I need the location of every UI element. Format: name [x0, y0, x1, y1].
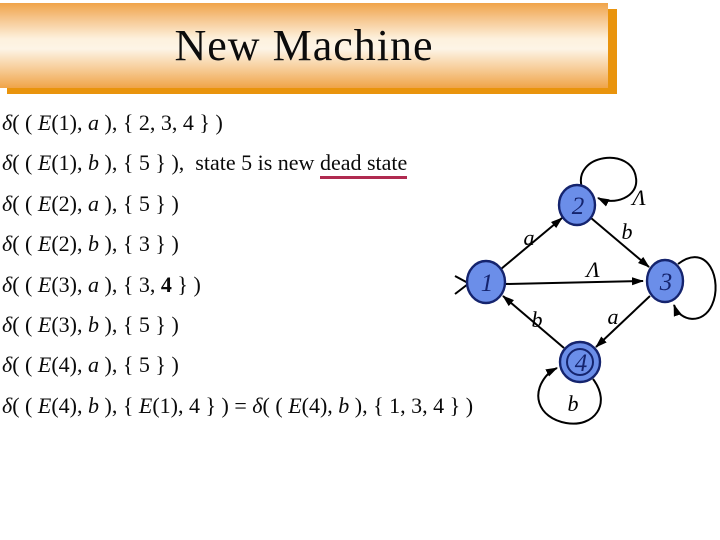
edge-label-1-2: a: [524, 225, 535, 250]
equation-segment: (3),: [51, 311, 88, 337]
edge-label-loop-4: b: [568, 391, 579, 416]
equation-line-8: δ( ( E(4), b ), { E(1), 4 } ) = δ( ( E(4…: [2, 386, 562, 426]
equation-segment: E: [37, 110, 52, 135]
equation-segment: ), { 5 } ),: [99, 150, 196, 176]
equation-segment: b: [338, 392, 350, 418]
equation-segment: ), { 2, 3, 4 } ): [99, 110, 223, 135]
equation-segment: E: [37, 190, 52, 216]
state-diagram: 1 2 3 4 a Λ b Λ b a b: [454, 156, 717, 425]
equation-segment: ( (: [262, 392, 289, 418]
state-node-3: 3: [645, 258, 685, 304]
equation-segment: ), { 5 } ): [99, 352, 179, 378]
equation-segment: b: [88, 231, 99, 257]
edge-label-4-1: b: [532, 307, 543, 332]
state-label-1: 1: [481, 270, 494, 297]
equation-segment: b: [88, 392, 99, 418]
edge-3-4: [595, 295, 651, 348]
equation-line-1: δ( ( E(1), a ), { 2, 3, 4 } ): [2, 103, 562, 143]
equation-segment: (2),: [51, 190, 88, 216]
equation-line-5: δ( ( E(3), a ), { 3, 4 } ): [2, 265, 562, 305]
equation-segment: ( (: [12, 190, 38, 216]
self-loop-state3: [673, 256, 717, 320]
equation-segment: δ: [2, 352, 13, 378]
equation-segment: ( (: [12, 392, 38, 418]
equation-segment: ( (: [12, 231, 38, 257]
equation-segment: E: [288, 392, 302, 418]
equation-segment: ( (: [12, 110, 38, 135]
equation-segment: δ: [2, 392, 13, 418]
state-label-3: 3: [659, 269, 673, 296]
equation-segment: E: [37, 271, 52, 297]
state-label-4: 4: [575, 350, 588, 377]
equation-line-7: δ( ( E(4), a ), { 5 } ): [2, 345, 562, 385]
edge-1-2: [500, 217, 563, 270]
equation-segment: b: [88, 150, 99, 176]
equation-segment: (4),: [51, 392, 88, 418]
equation-segment: (1),: [51, 110, 88, 135]
dead-state-underlined-text: dead state: [319, 150, 408, 180]
edge-label-loop-2: Λ: [630, 185, 646, 210]
edge-label-1-3: Λ: [584, 257, 600, 282]
edge-label-3-4: a: [608, 304, 619, 329]
equation-segment: (1), 4 } ) =: [152, 392, 253, 418]
equation-segment: E: [37, 150, 52, 176]
equation-segment: a: [88, 190, 99, 216]
equation-segment: ), { 3,: [99, 271, 161, 297]
equation-segment: δ: [252, 392, 263, 418]
equation-segment: (4),: [301, 392, 339, 418]
equation-segment: δ: [2, 271, 13, 297]
equation-line-3: δ( ( E(2), a ), { 5 } ): [2, 184, 562, 224]
equation-segment: (2),: [51, 231, 88, 257]
equation-segment: ), { 3 } ): [99, 231, 179, 257]
equation-segment: 4: [160, 271, 172, 297]
equation-segment: ( (: [12, 150, 38, 176]
equation-segment: b: [88, 311, 99, 337]
equation-segment: a: [88, 271, 99, 297]
equation-segment: ), { 5 } ): [99, 190, 179, 216]
equation-segment: E: [138, 392, 153, 418]
equation-line-4: δ( ( E(2), b ), { 3 } ): [2, 224, 562, 264]
equation-list: δ( ( E(1), a ), { 2, 3, 4 } )δ( ( E(1), …: [2, 103, 562, 426]
edge-1-3: [505, 277, 644, 286]
state-node-1: 1: [465, 259, 507, 305]
slide-title: New Machine: [174, 21, 434, 70]
equation-segment: ), { 5 } ): [99, 311, 179, 337]
equation-segment: δ: [2, 311, 13, 337]
state-node-2: 2: [557, 183, 597, 227]
equation-line-6: δ( ( E(3), b ), { 5 } ): [2, 305, 562, 345]
edge-4-1: [502, 295, 565, 349]
edge-2-3: [590, 217, 650, 268]
equation-segment: a: [88, 110, 99, 135]
self-loop-state2: [579, 156, 638, 207]
equation-segment: (4),: [51, 352, 88, 378]
equation-segment: E: [37, 352, 52, 378]
equation-segment: ( (: [12, 271, 38, 297]
state-node-4-accepting: 4: [558, 340, 602, 384]
equation-segment: ( (: [12, 311, 38, 337]
title-banner: New Machine: [0, 3, 608, 88]
equation-segment: E: [37, 392, 52, 418]
equation-segment: ( (: [12, 352, 38, 378]
equation-line-2: δ( ( E(1), b ), { 5 } ), state 5 is new …: [2, 143, 562, 183]
equation-segment: δ: [2, 110, 13, 135]
state-label-2: 2: [572, 193, 585, 220]
equation-segment: } ): [171, 271, 201, 297]
equation-segment: state 5 is new: [195, 150, 320, 176]
edge-label-2-3: b: [622, 219, 633, 244]
equation-segment: δ: [2, 190, 13, 216]
equation-segment: δ: [2, 231, 13, 257]
equation-segment: ), {: [99, 392, 139, 418]
equation-segment: E: [37, 231, 52, 257]
equation-segment: E: [37, 311, 52, 337]
equation-segment: (3),: [51, 271, 88, 297]
equation-segment: ), { 1, 3, 4 } ): [349, 392, 474, 418]
equation-segment: δ: [2, 150, 13, 176]
self-loop-state4: [537, 367, 602, 425]
equation-segment: (1),: [51, 150, 88, 176]
equation-segment: a: [88, 352, 99, 378]
